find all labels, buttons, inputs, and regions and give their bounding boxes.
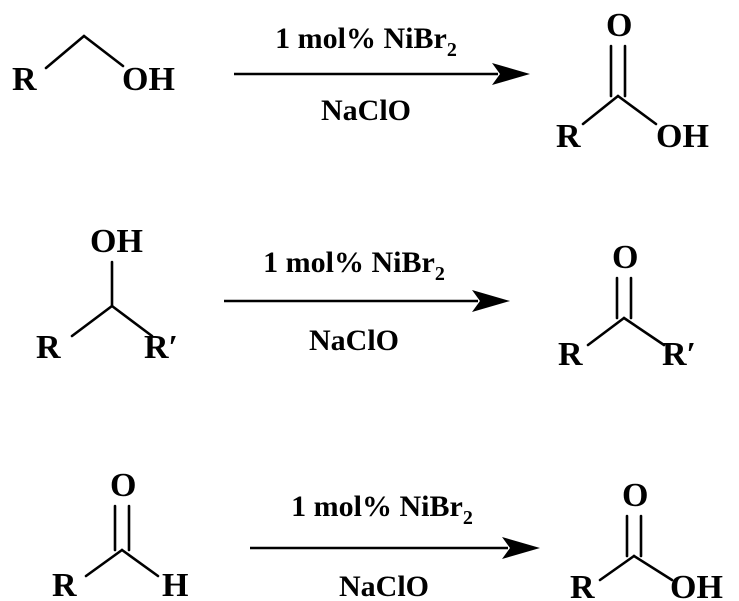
arrow-head bbox=[502, 537, 540, 559]
reaction-1: R OH 1 mol% NiBr2 NaClO O R OH bbox=[12, 7, 709, 155]
carbonyl-o-label: O bbox=[110, 467, 136, 504]
carbonyl-o-label: O bbox=[622, 477, 648, 514]
reaction-1-product: O R OH bbox=[556, 7, 709, 155]
r-label: R bbox=[36, 329, 61, 366]
arrow-head bbox=[492, 63, 530, 85]
r-label: R bbox=[12, 61, 37, 98]
r-label: R bbox=[52, 567, 77, 601]
arrow-head bbox=[472, 290, 510, 312]
bond bbox=[82, 34, 125, 68]
bond bbox=[70, 304, 114, 338]
oh-label: OH bbox=[122, 61, 175, 98]
reaction-2-reactant: OH R R′ bbox=[36, 223, 178, 366]
r-label: R bbox=[558, 336, 583, 373]
bond bbox=[616, 94, 658, 126]
reaction-1-reactant: R OH bbox=[12, 34, 175, 98]
reaction-2: OH R R′ 1 mol% NiBr2 NaClO O R R′ bbox=[36, 223, 696, 373]
oh-label: OH bbox=[90, 223, 143, 260]
reaction-1-arrow: 1 mol% NiBr2 NaClO bbox=[234, 22, 530, 127]
bond bbox=[598, 554, 636, 582]
catalyst-label: 1 mol% NiBr2 bbox=[275, 22, 457, 61]
oxidant-label: NaClO bbox=[309, 324, 399, 357]
catalyst-label: 1 mol% NiBr2 bbox=[263, 246, 445, 285]
reaction-2-arrow: 1 mol% NiBr2 NaClO bbox=[224, 246, 510, 357]
r-label: R bbox=[556, 118, 581, 155]
bond bbox=[586, 316, 626, 347]
bond bbox=[110, 304, 154, 338]
r-label: R bbox=[570, 569, 595, 601]
bond bbox=[632, 554, 674, 582]
catalyst-label: 1 mol% NiBr2 bbox=[291, 490, 473, 529]
bond bbox=[622, 316, 666, 347]
h-label: H bbox=[162, 567, 188, 601]
reaction-3-reactant: O R H bbox=[52, 467, 188, 601]
bond bbox=[44, 34, 86, 70]
carbonyl-o-label: O bbox=[606, 7, 632, 44]
bond bbox=[84, 548, 124, 578]
reaction-2-product: O R R′ bbox=[558, 239, 696, 373]
oh-label: OH bbox=[656, 118, 709, 155]
reaction-3-arrow: 1 mol% NiBr2 NaClO bbox=[250, 490, 540, 601]
oxidant-label: NaClO bbox=[339, 570, 429, 601]
bond bbox=[581, 94, 620, 126]
reaction-3: O R H 1 mol% NiBr2 NaClO O R OH bbox=[52, 467, 723, 601]
carbonyl-o-label: O bbox=[612, 239, 638, 276]
r-prime-label: R′ bbox=[144, 329, 178, 366]
r-prime-label: R′ bbox=[662, 336, 696, 373]
reaction-3-product: O R OH bbox=[570, 477, 723, 601]
oxidant-label: NaClO bbox=[321, 94, 411, 127]
oh-label: OH bbox=[670, 569, 723, 601]
bond bbox=[120, 548, 160, 578]
